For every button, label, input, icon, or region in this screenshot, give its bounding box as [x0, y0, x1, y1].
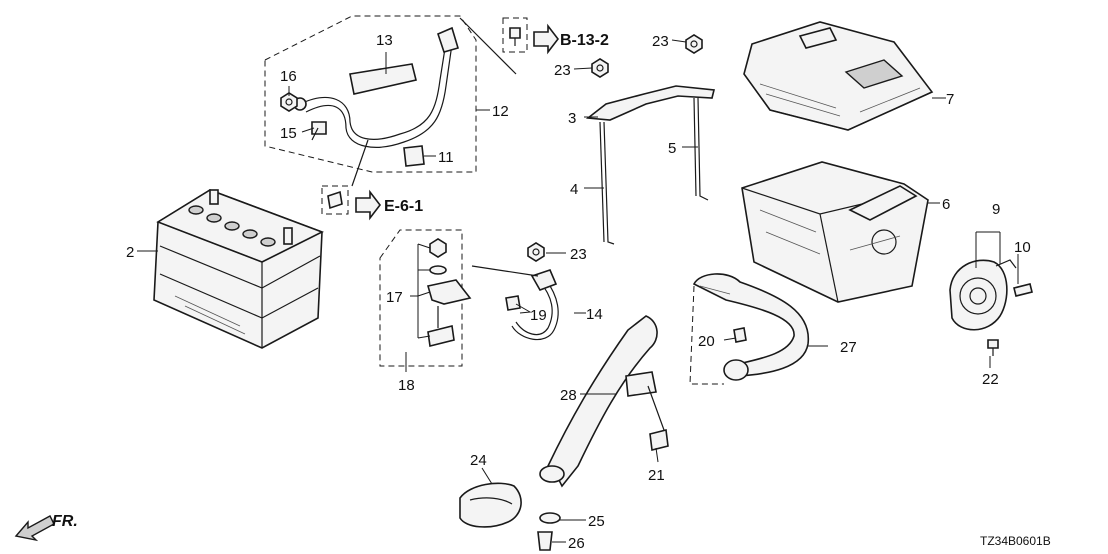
- terminal-washer[interactable]: [429, 265, 447, 275]
- hose-clamp[interactable]: [539, 512, 561, 524]
- bolt-15[interactable]: [311, 121, 327, 141]
- callout-20: 20: [698, 333, 715, 350]
- callout-17: 17: [386, 289, 403, 306]
- bolt-b132-lead: [459, 17, 517, 75]
- callout-11: 11: [438, 149, 454, 166]
- battery-box[interactable]: [741, 161, 929, 303]
- callout-10: 10: [1014, 239, 1031, 256]
- bolt-b132[interactable]: [509, 27, 521, 46]
- callout-23-top: 23: [652, 33, 669, 50]
- callout-2: 2: [126, 244, 134, 261]
- callout-14: 14: [586, 306, 603, 323]
- callout-27: 27: [840, 339, 857, 356]
- clip-20[interactable]: [733, 327, 747, 343]
- callout-13: 13: [376, 32, 393, 49]
- battery-terminal[interactable]: [426, 279, 472, 305]
- callout-3: 3: [568, 110, 576, 127]
- clip-e61[interactable]: [327, 190, 343, 210]
- ref-arrow-b132: [533, 23, 560, 55]
- callout-22: 22: [982, 371, 999, 388]
- diagram-code: TZ34B0601B: [980, 534, 1051, 548]
- terminal-bolt[interactable]: [427, 306, 455, 347]
- bolt-21[interactable]: [649, 429, 669, 451]
- callout-9: 9: [992, 201, 1000, 218]
- battery-hold-down-bracket[interactable]: [585, 85, 715, 121]
- callout-26: 26: [568, 535, 585, 552]
- battery-box-cover[interactable]: [743, 21, 934, 131]
- callout-7: 7: [946, 91, 954, 108]
- screw-22[interactable]: [987, 339, 999, 356]
- rod-5[interactable]: [693, 97, 709, 201]
- callout-21: 21: [648, 467, 665, 484]
- front-label: FR.: [52, 513, 78, 530]
- rod-4[interactable]: [599, 121, 615, 245]
- rubber-boot[interactable]: [459, 482, 522, 528]
- bolt-b132-box: [502, 17, 528, 53]
- callout-6: 6: [942, 196, 950, 213]
- ground-cable[interactable]: [471, 265, 559, 341]
- callout-12: 12: [492, 103, 509, 120]
- nut-23-low[interactable]: [527, 242, 545, 262]
- intake-duct-outline: [689, 285, 724, 385]
- connector-10[interactable]: [1013, 283, 1033, 297]
- ref-b-13-2[interactable]: B-13-2: [560, 32, 609, 49]
- callout-16: 16: [280, 68, 297, 85]
- callout-28: 28: [560, 387, 577, 404]
- callout-25: 25: [588, 513, 605, 530]
- intake-hose[interactable]: [539, 315, 665, 488]
- leader-lines: [137, 39, 1019, 543]
- ref-e-6-1[interactable]: E-6-1: [384, 198, 423, 215]
- air-intake-duct[interactable]: [692, 273, 810, 381]
- battery-cable-harness[interactable]: [293, 26, 459, 187]
- grommet[interactable]: [537, 531, 553, 551]
- callout-19: 19: [530, 307, 547, 324]
- ref-arrow-e61: [355, 189, 382, 221]
- callout-4: 4: [570, 181, 578, 198]
- nut-23-mid[interactable]: [591, 58, 609, 78]
- clip-e61-box: [321, 185, 349, 215]
- sensor-assembly[interactable]: [949, 259, 1017, 331]
- callout-5: 5: [668, 140, 676, 157]
- nut-23-top[interactable]: [685, 34, 703, 54]
- harness-group-outline: [264, 15, 477, 173]
- terminal-nut[interactable]: [429, 238, 447, 258]
- front-direction-arrow: [14, 515, 55, 542]
- callout-23-low: 23: [570, 246, 587, 263]
- callout-23-mid: 23: [554, 62, 571, 79]
- callout-18: 18: [398, 377, 415, 394]
- battery[interactable]: [153, 189, 324, 349]
- callout-15: 15: [280, 125, 297, 142]
- bolt-19[interactable]: [505, 295, 521, 311]
- clip-11[interactable]: [403, 145, 425, 167]
- callout-24: 24: [470, 452, 487, 469]
